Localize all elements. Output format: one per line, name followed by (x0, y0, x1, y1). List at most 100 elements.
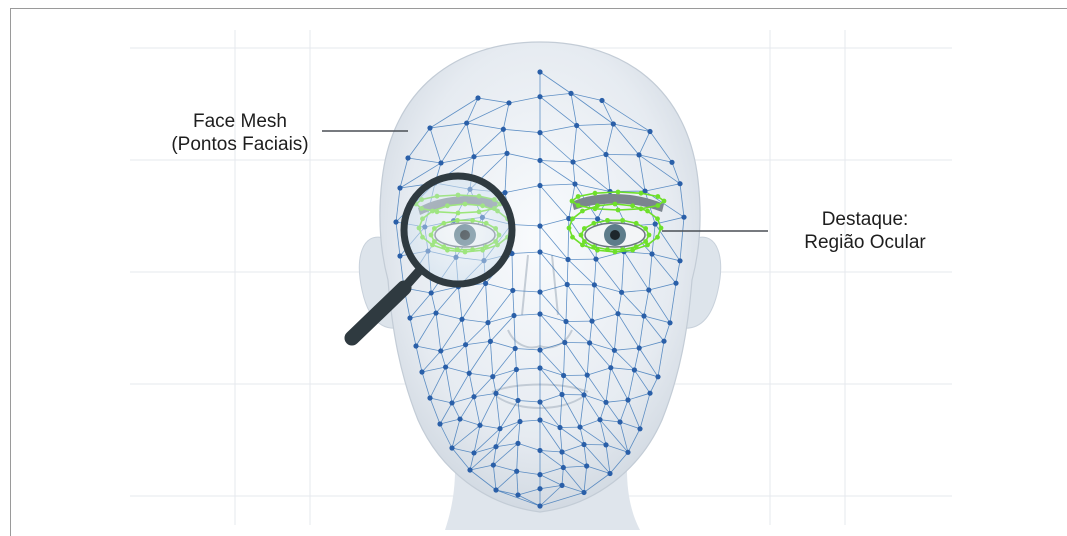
mesh-point (427, 395, 432, 400)
mesh-point (515, 492, 520, 497)
right-eye-outer-point (613, 202, 618, 207)
mesh-point (513, 346, 518, 351)
mesh-point (637, 345, 642, 350)
mesh-point (504, 151, 509, 156)
right-brow-contour-point (576, 203, 581, 208)
mesh-point (537, 311, 542, 316)
mesh-point (619, 290, 624, 295)
mesh-point (577, 424, 582, 429)
mesh-point (515, 441, 520, 446)
right-eye-contour-point (605, 218, 610, 223)
mesh-point (463, 342, 468, 347)
mesh-point (607, 189, 612, 194)
mesh-point (570, 159, 575, 164)
mesh-point (647, 391, 652, 396)
right-brow-contour-point (593, 191, 598, 196)
mesh-point (653, 221, 658, 226)
mesh-point (559, 449, 564, 454)
right-eye-outer-point (645, 209, 650, 214)
face-mesh-label-line2: (Pontos Faciais) (140, 133, 340, 156)
mesh-point (497, 426, 502, 431)
right-eye-outer-point (567, 226, 572, 231)
mesh-point (611, 121, 616, 126)
mesh-point (537, 223, 542, 228)
mesh-point (471, 154, 476, 159)
right-brow-contour-point (593, 206, 598, 211)
right-brow-contour-point (655, 194, 660, 199)
mesh-point (457, 416, 462, 421)
mesh-point (597, 417, 602, 422)
right-eye-contour-point (582, 226, 587, 231)
right-brow-contour-point (576, 194, 581, 199)
right-brow-contour-point (616, 190, 621, 195)
mesh-point (393, 219, 398, 224)
mesh-point (419, 369, 424, 374)
mesh-point (501, 127, 506, 132)
mesh-point (561, 465, 566, 470)
mesh-point (537, 347, 542, 352)
mesh-point (485, 320, 490, 325)
right-eye (585, 223, 645, 247)
mesh-point (537, 94, 542, 99)
right-eye-outer-point (655, 235, 660, 240)
mesh-point (459, 317, 464, 322)
eye-region-label: Destaque: Região Ocular (770, 208, 960, 254)
mesh-point (592, 282, 597, 287)
mesh-point (514, 367, 519, 372)
mesh-point (568, 91, 573, 96)
mesh-point (491, 462, 496, 467)
mesh-point (599, 98, 604, 103)
mesh-point (438, 348, 443, 353)
mesh-point (449, 400, 454, 405)
right-eye-contour-point (647, 233, 652, 238)
right-brow-contour-point (655, 203, 660, 208)
mesh-point (537, 417, 542, 422)
mesh-point (537, 158, 542, 163)
right-eye-contour-point (620, 218, 625, 223)
mesh-point (471, 450, 476, 455)
mesh-point (584, 463, 589, 468)
mesh-point (477, 423, 482, 428)
mesh-point (603, 442, 608, 447)
mesh-point (537, 503, 542, 508)
right-brow-contour-point (639, 191, 644, 196)
right-brow-contour-point (616, 208, 621, 213)
mesh-point (625, 397, 630, 402)
mesh-point (677, 181, 682, 186)
right-eye-outer-point (630, 248, 635, 253)
mesh-point (655, 374, 660, 379)
mesh-point (589, 318, 594, 323)
mesh-point (595, 216, 600, 221)
mesh-point (677, 258, 682, 263)
mesh-point (581, 392, 586, 397)
mesh-point (405, 155, 410, 160)
eye-region-label-line2: Região Ocular (770, 231, 960, 254)
mesh-point (559, 483, 564, 488)
mesh-point (603, 152, 608, 157)
mesh-point (537, 399, 542, 404)
mesh-point (493, 391, 498, 396)
mesh-point (603, 400, 608, 405)
mesh-point (427, 125, 432, 130)
right-eye-outer-point (580, 243, 585, 248)
right-eye-outer-point (570, 216, 575, 221)
mesh-point (413, 343, 418, 348)
right-eye-contour-point (634, 221, 639, 226)
mesh-point (673, 281, 678, 286)
mesh-point (617, 419, 622, 424)
mesh-point (483, 281, 488, 286)
mesh-point (537, 249, 542, 254)
mesh-point (625, 450, 630, 455)
mesh-point (407, 315, 412, 320)
right-eye-outer-point (655, 216, 660, 221)
right-eye-contour-point (579, 233, 584, 238)
right-brow-contour-point (662, 199, 667, 204)
mesh-point (429, 290, 434, 295)
mesh-point (649, 251, 654, 256)
face-mesh-label-line1: Face Mesh (140, 110, 340, 133)
mesh-point (562, 340, 567, 345)
mesh-point (464, 120, 469, 125)
mesh-point (433, 310, 438, 315)
mesh-point (490, 374, 495, 379)
